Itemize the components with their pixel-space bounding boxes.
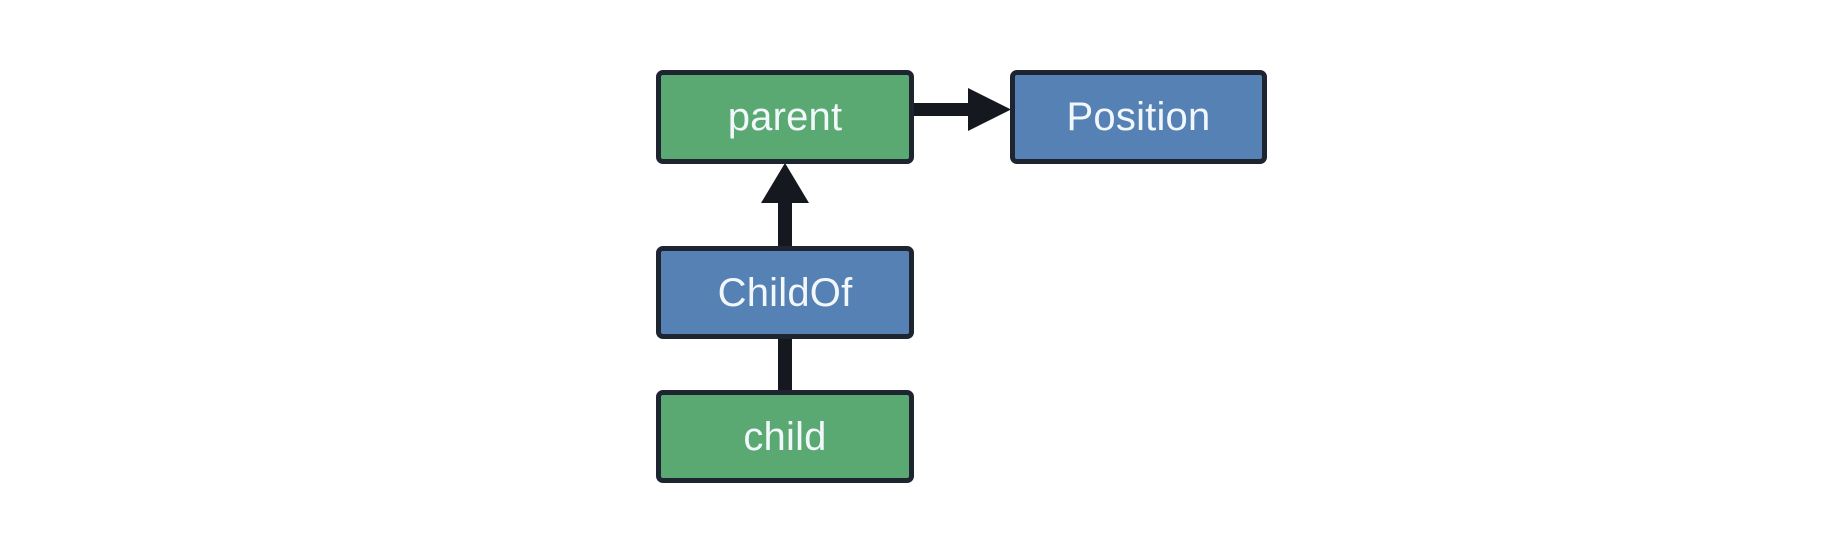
node-child-label: child [743,414,827,459]
node-parent[interactable]: parent [656,70,914,164]
edge-parent-to-position [914,88,1011,131]
node-position[interactable]: Position [1010,70,1267,164]
node-childof[interactable]: ChildOf [656,246,914,339]
edge-child-to-childof [778,336,792,394]
node-parent-label: parent [727,95,843,139]
edge-childof-to-parent [761,163,809,248]
node-childof-label: ChildOf [717,270,853,315]
node-child[interactable]: child [656,390,914,483]
node-position-label: Position [1066,95,1211,139]
